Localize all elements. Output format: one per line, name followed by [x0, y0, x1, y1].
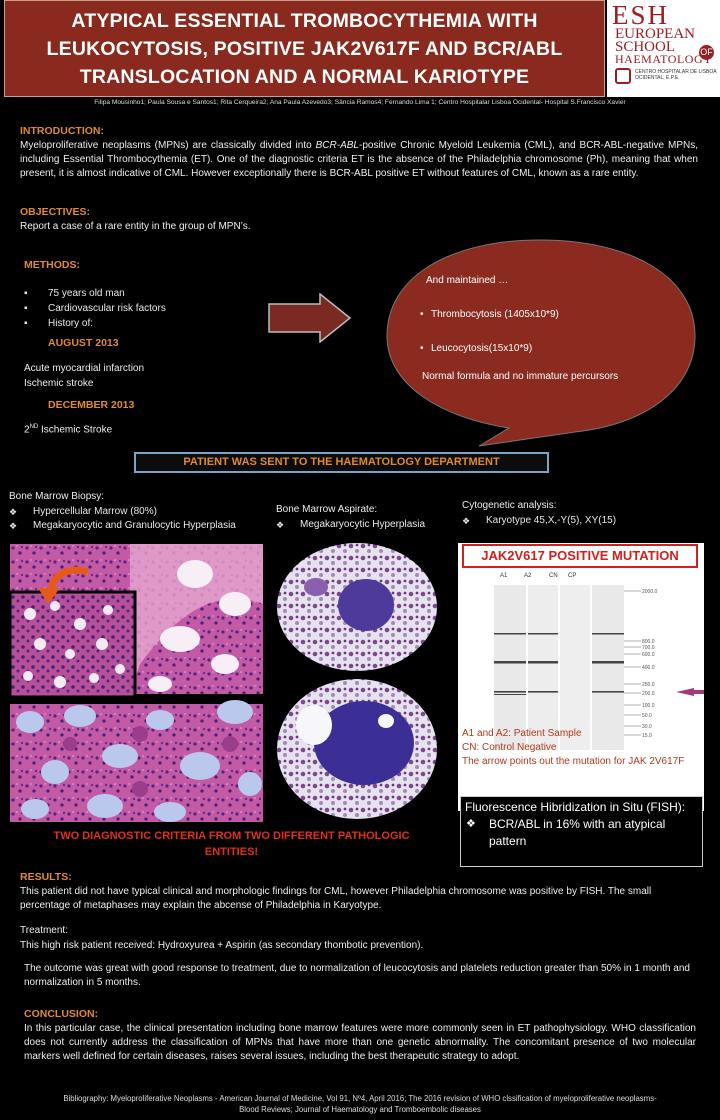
aspirate-smear-image [276, 543, 438, 821]
bibliography-line: Blood Reviews; Journal of Haematology an… [239, 1105, 481, 1114]
event-text: Ischemic Stroke [38, 424, 113, 436]
logo-hospital-name: CENTRO HOSPITALAR DE LISBOA OCIDENTAL, E… [635, 69, 717, 81]
criteria-line: TWO DIAGNOSTIC CRITERIA FROM TWO DIFFERE… [53, 830, 410, 842]
fish-item: BCR/ABL in 16% with an atypical pattern [461, 816, 702, 850]
bubble-lead: And maintained … [426, 275, 509, 286]
event-ordinal: 2 [24, 424, 30, 436]
outcome-text: The outcome was great with good response… [24, 963, 690, 988]
date-august-2013: AUGUST 2013 [48, 337, 119, 349]
jak2-title: JAK2V617 POSITIVE MUTATION [462, 544, 698, 568]
intro-text-2: -positive Chronic Myeloid Leukemia (CML)… [20, 140, 698, 179]
methods-item: History of: [24, 316, 166, 331]
methods-item: Cardiovascular risk factors [24, 301, 166, 316]
bubble-tail: Normal formula and no immature percursor… [422, 371, 619, 382]
biopsy-list: Hypercellular Marrow (80%) Megakaryocyti… [9, 505, 236, 533]
aspirate-item: Megakaryocytic Hyperplasia [276, 518, 425, 532]
fish-title: Fluorescence Hibridization in Situ (FISH… [465, 800, 686, 814]
title-line-2: LEUKOCYTOSIS, POSITIVE JAK2V617F AND BCR… [46, 38, 563, 60]
bubble-item: Leucocytosis(15x10*9) [419, 343, 659, 354]
aspirate-list: Megakaryocytic Hyperplasia [276, 518, 425, 532]
treatment-heading: Treatment: [20, 925, 68, 936]
event-item: Acute myocardial infarction [24, 363, 145, 374]
events-2013: Acute myocardial infarction Ischemic str… [24, 361, 144, 391]
jak2-caption: A1 and A2: Patient Sample CN: Control Ne… [462, 727, 702, 769]
poster-title: ATYPICAL ESSENTIAL TROMBOCYTHEMIA WITH L… [5, 1, 604, 91]
cytogenetic-item: Karyotype 45,X,-Y(5), XY(15) [462, 514, 616, 528]
gel-marker-label: 400.0 [642, 665, 655, 671]
jak2-caption-line: A1 and A2: Patient Sample [462, 728, 582, 739]
biopsy-histology-image [10, 544, 263, 822]
haematology-banner: PATIENT WAS SENT TO THE HAEMATOLOGY DEPA… [134, 452, 549, 473]
fish-list: BCR/ABL in 16% with an atypical pattern [461, 816, 702, 850]
jak2-caption-line: The arrow points out the mutation for JA… [462, 756, 685, 767]
bibliography: Bibliography: Myeloproliferative Neoplas… [0, 1093, 720, 1115]
introduction-text: Myeloproliferative neoplasms (MPNs) are … [20, 139, 698, 181]
title-line-1: ATYPICAL ESSENTIAL TROMBOCYTHEMIA WITH [71, 10, 538, 32]
objectives-text: Report a case of a rare entity in the gr… [20, 221, 251, 232]
bibliography-line: Bibliography: Myeloproliferative Neoplas… [63, 1094, 657, 1103]
bubble-content: And maintained … Thrombocytosis (1405x10… [419, 275, 659, 382]
conclusion-text: In this particular case, the clinical pr… [24, 1023, 696, 1062]
cytogenetic-list: Karyotype 45,X,-Y(5), XY(15) [462, 514, 616, 528]
title-line-3: TRANSLOCATION AND A NORMAL KARIOTYPE [79, 66, 530, 88]
mutation-arrow-icon [676, 688, 694, 696]
biopsy-heading: Bone Marrow Biopsy: [9, 491, 105, 502]
event-second-stroke: 2ND Ischemic Stroke [24, 420, 112, 437]
event-item: Ischemic stroke [24, 378, 94, 389]
event-ordinal-suffix: ND [29, 424, 39, 430]
gel-marker-label: 800.0 [642, 639, 655, 645]
logo-european: EUROPEAN [615, 26, 696, 42]
gel-marker-label: 600.0 [642, 652, 655, 658]
introduction-heading: INTRODUCTION: [20, 125, 104, 137]
criteria-statement: TWO DIAGNOSTIC CRITERIA FROM TWO DIFFERE… [20, 828, 443, 860]
results-text: This patient did not have typical clinic… [20, 886, 652, 911]
gel-marker-label: 200.0 [642, 691, 655, 697]
intro-text-1: Myeloproliferative neoplasms (MPNs) are … [20, 140, 316, 151]
gel-lane-label: CN [549, 573, 558, 579]
bubble-item: Thrombocytosis (1405x10*9) [419, 309, 659, 320]
jak2-caption-line: CN: Control Negative [462, 742, 557, 753]
logo-school: SCHOOL [615, 39, 676, 55]
esh-logo: ESH EUROPEAN SCHOOL OF HAEMATOLOGY CENTR… [607, 0, 720, 97]
hospital-logo-icon [615, 68, 631, 84]
biopsy-item: Megakaryocytic and Granulocytic Hyperpla… [9, 519, 236, 533]
gel-electrophoresis-image: A1 A2 CN CP 2000.0 800.0 [494, 573, 704, 750]
gel-marker-label: 50.0 [642, 713, 652, 719]
biopsy-item: Hypercellular Marrow (80%) [9, 505, 236, 519]
gel-marker-label: 2000.0 [642, 589, 658, 595]
gel-marker-label: 700.0 [642, 645, 655, 651]
author-list: Filipa Mousinho1; Paula Sousa e Santos1;… [94, 99, 626, 106]
fish-box: Fluorescence Hibridization in Situ (FISH… [460, 796, 703, 867]
gel-marker-label: 30.0 [642, 724, 652, 730]
logo-of: OF [699, 45, 714, 60]
gel-lane-label: CP [568, 573, 576, 579]
conclusion-heading: CONCLUSION: [24, 1008, 99, 1020]
cytogenetic-heading: Cytogenetic analysis: [462, 500, 557, 511]
intro-text-em: BCR-ABL [315, 140, 359, 151]
logo-esh: ESH [612, 0, 670, 30]
objectives-heading: OBJECTIVES: [20, 206, 91, 218]
methods-list: 75 years old man Cardiovascular risk fac… [24, 286, 166, 331]
right-arrow-icon [268, 293, 352, 343]
gel-marker-label: 250.0 [642, 682, 655, 688]
gel-lane-label: A1 [500, 573, 508, 579]
poster-title-box: ATYPICAL ESSENTIAL TROMBOCYTHEMIA WITH L… [4, 0, 605, 97]
jak2-panel: JAK2V617 POSITIVE MUTATION A1 A2 CN CP [458, 543, 704, 811]
gel-lane-label: A2 [524, 573, 532, 579]
logo-haematology: HAEMATOLOGY [615, 52, 713, 66]
results-heading: RESULTS: [20, 871, 72, 883]
methods-heading: METHODS: [24, 259, 80, 271]
methods-item: 75 years old man [24, 286, 166, 301]
treatment-text: This high risk patient received: Hydroxy… [20, 940, 424, 951]
criteria-line: ENTITIES! [204, 846, 259, 858]
aspirate-heading: Bone Marrow Aspirate: [276, 504, 378, 515]
gel-marker-label: 100.0 [642, 703, 655, 709]
gel-marker-label: 15.0 [642, 733, 652, 739]
date-december-2013: DECEMBER 2013 [48, 399, 135, 411]
